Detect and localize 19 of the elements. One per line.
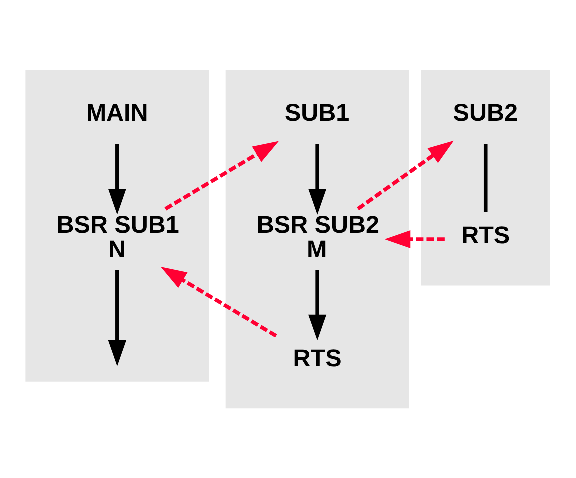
arrow [308, 144, 327, 214]
arrow [384, 230, 445, 248]
node-text: BSR SUB1 N [56, 212, 180, 263]
arrow [308, 270, 327, 340]
node-text: SUB2 [453, 99, 518, 126]
node-text: RTS [462, 222, 510, 250]
arrow [357, 140, 454, 210]
node-text: SUB1 [284, 99, 350, 126]
cluster [226, 70, 410, 408]
node-text: RTS [293, 345, 342, 372]
arrow [108, 144, 126, 214]
arrow [160, 266, 278, 338]
node-text: MAIN [86, 99, 148, 126]
cluster [421, 70, 550, 286]
arrow [108, 270, 126, 366]
arrow [164, 140, 280, 210]
cluster [26, 70, 210, 382]
connector [484, 144, 488, 212]
node-text: BSR SUB2 M [256, 212, 380, 263]
